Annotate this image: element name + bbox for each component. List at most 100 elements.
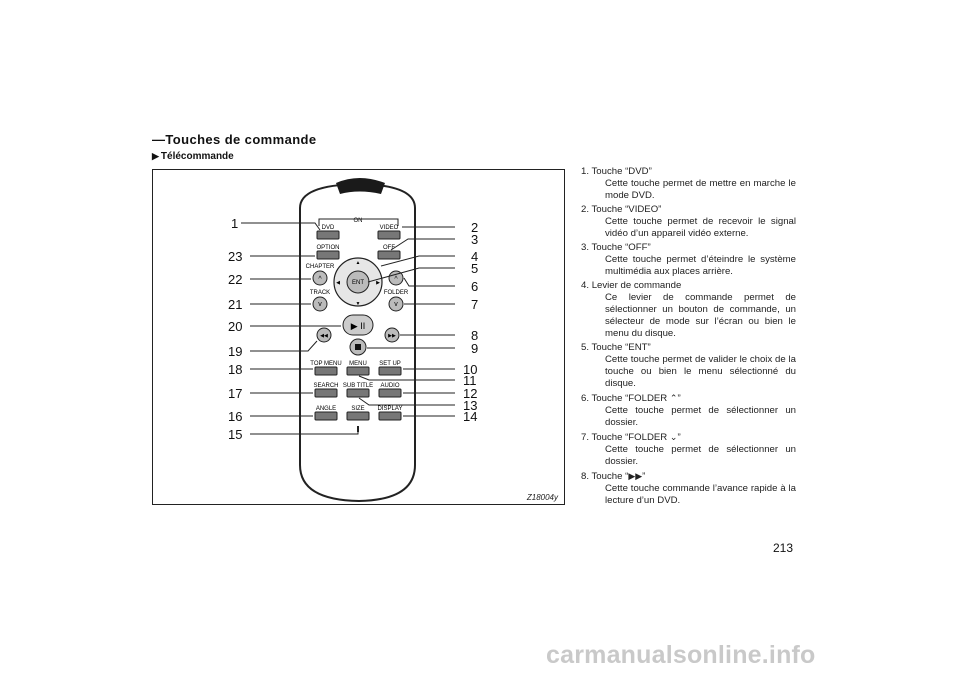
item-number: 3. [581, 242, 590, 253]
callout-17: 17 [228, 386, 242, 401]
folder-label: FOLDER [384, 290, 409, 296]
list-item: 1. Touche “DVD” Cette touche permet de m… [581, 166, 796, 202]
folder-up-icon: ⌃ [669, 393, 678, 403]
top-menu-button[interactable] [314, 366, 338, 376]
folder-up-button[interactable] [388, 270, 404, 286]
watermark: carmanualsonline.info [546, 641, 816, 669]
size-label: SIZE [351, 406, 364, 412]
track-down-icon: v [318, 301, 322, 308]
size-button[interactable] [346, 411, 370, 421]
set-up-label: SET UP [379, 361, 401, 367]
callout-18: 18 [228, 362, 242, 377]
item-head: Touche “FOLDER [591, 393, 668, 404]
folder-down-icon: ⌄ [669, 432, 678, 442]
list-item: 2. Touche “VIDEO” Cette touche permet de… [581, 204, 796, 240]
track-down-button[interactable] [312, 296, 328, 312]
item-head: Touche “ENT” [591, 342, 651, 353]
on-label: ON [354, 218, 363, 224]
callout-3: 3 [471, 232, 478, 247]
sub-title-button[interactable] [346, 388, 370, 398]
item-head: Touche “OFF” [591, 242, 651, 253]
list-item: 3. Touche “OFF” Cette touche permet d’ét… [581, 242, 796, 278]
angle-button[interactable] [314, 411, 338, 421]
audio-button[interactable] [378, 388, 402, 398]
stop-icon [355, 344, 361, 350]
subsection-title: ▶Télécommande [152, 151, 234, 162]
fast-forward-button[interactable] [384, 327, 400, 343]
item-number: 2. [581, 204, 590, 215]
callout-19: 19 [228, 344, 242, 359]
item-body: Cette touche permet de recevoir le signa… [605, 216, 796, 239]
callout-1: 1 [231, 216, 238, 231]
item-head: Touche “VIDEO” [591, 204, 662, 215]
remote-control-diagram: ON DVD VIDEO OPTION OFF ▲ ▼ ◀ ▶ ENT CHAP… [152, 169, 565, 505]
lever-left-icon: ◀ [336, 280, 340, 286]
option-button[interactable] [316, 250, 340, 260]
dvd-button[interactable] [316, 230, 340, 240]
leader-11 [358, 375, 455, 381]
item-number: 5. [581, 342, 590, 353]
callout-15: 15 [228, 427, 242, 442]
item-body: Cette touche permet de valider le choix … [605, 354, 796, 389]
chapter-up-button[interactable] [312, 270, 328, 286]
leader-13 [358, 397, 455, 406]
rewind-button[interactable] [316, 327, 332, 343]
list-item: 8. Touche “▶▶” Cette touche commande l’a… [581, 470, 796, 507]
callout-14: 14 [463, 409, 477, 424]
callout-23: 23 [228, 249, 242, 264]
play-pause-button[interactable] [342, 314, 374, 336]
leader-4 [380, 255, 455, 267]
remote-top-cap [336, 178, 385, 194]
angle-label: ANGLE [316, 406, 336, 412]
off-button[interactable] [377, 250, 401, 260]
folder-down-button[interactable] [388, 296, 404, 312]
callout-8: 8 [471, 328, 478, 343]
video-button[interactable] [377, 230, 401, 240]
rewind-icon: ◀◀ [320, 333, 328, 339]
item-body: Ce levier de commande permet de sélectio… [605, 292, 796, 339]
item-body: Cette touche permet de sélectionner un d… [605, 444, 796, 467]
fast-forward-icon: ▶▶ [628, 471, 643, 481]
item-head-end: ” [677, 432, 681, 443]
callout-9: 9 [471, 341, 478, 356]
list-item: 7. Touche “FOLDER ⌄” Cette touche permet… [581, 431, 796, 468]
subsection-title-text: Télécommande [160, 151, 234, 162]
item-number: 7. [581, 432, 590, 443]
item-body: Cette touche permet de mettre en marche … [605, 178, 796, 201]
page-number: 213 [773, 541, 794, 555]
off-label: OFF [383, 245, 395, 251]
item-head: Touche “DVD” [591, 166, 652, 177]
menu-button[interactable] [346, 366, 370, 376]
callout-leader-lines-right [358, 226, 455, 417]
folder-up-icon: ^ [394, 276, 398, 283]
video-label: VIDEO [380, 225, 399, 231]
on-bracket [318, 218, 399, 226]
callout-leader-lines [241, 222, 359, 435]
callout-21: 21 [228, 297, 242, 312]
leader-19 [250, 340, 318, 352]
search-label: SEARCH [313, 383, 338, 389]
callout-7: 7 [471, 297, 478, 312]
search-button[interactable] [314, 388, 338, 398]
item-head: Levier de commande [591, 280, 682, 291]
callout-10: 10 [463, 362, 477, 377]
figure-code: Z18004y [526, 493, 558, 502]
set-up-button[interactable] [378, 366, 402, 376]
item-body: Cette touche permet d’éteindre le systèm… [605, 254, 796, 277]
display-button[interactable] [378, 411, 402, 421]
item-number: 4. [581, 280, 590, 291]
callout-11: 11 [463, 373, 477, 388]
indicator-led [357, 426, 359, 432]
callout-2: 2 [471, 220, 478, 235]
display-label: DISPLAY [378, 406, 403, 412]
top-menu-label: TOP MENU [310, 361, 341, 367]
callout-13: 13 [463, 398, 477, 413]
callout-5: 5 [471, 261, 478, 276]
fast-forward-icon: ▶▶ [388, 333, 396, 339]
dvd-label: DVD [322, 225, 335, 231]
item-head-end: ” [677, 393, 681, 404]
callout-16: 16 [228, 409, 242, 424]
item-head-end: ” [642, 471, 646, 482]
callout-20: 20 [228, 319, 242, 334]
item-number: 1. [581, 166, 590, 177]
